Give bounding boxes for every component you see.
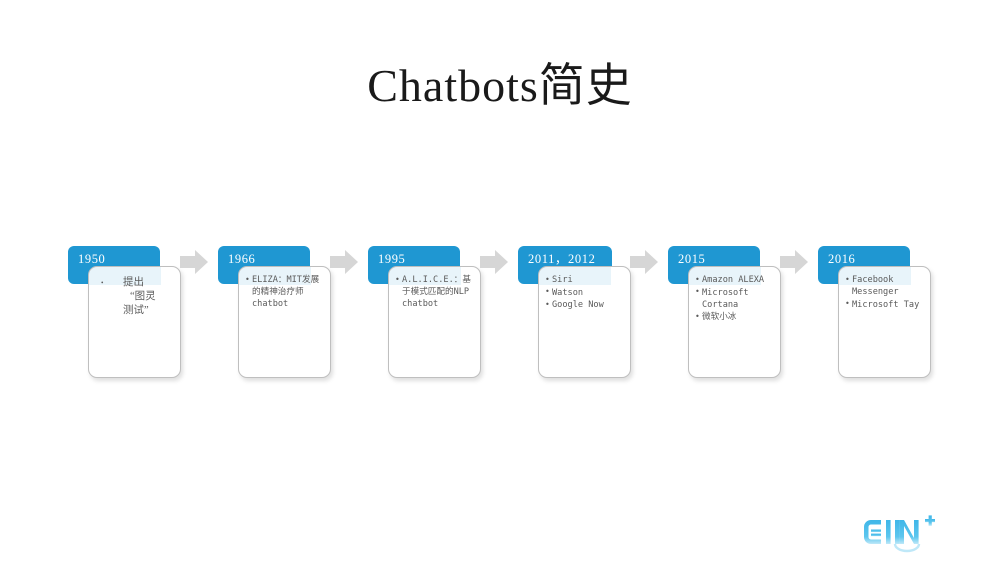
list-item: 提出 “图灵 测试” bbox=[95, 276, 176, 318]
timeline-step-body: Amazon ALEXA Microsoft Cortana 微软小冰 bbox=[688, 266, 781, 378]
list-item: Siri bbox=[545, 273, 626, 286]
right-block-arrow-icon bbox=[330, 249, 358, 275]
list-item-line-2: “图灵 bbox=[130, 291, 156, 302]
list-item: Google Now bbox=[545, 299, 626, 311]
right-block-arrow-icon bbox=[630, 249, 658, 275]
list-item: A.L.I.C.E.：基于模式匹配的NLP chatbot bbox=[395, 273, 476, 310]
timeline-step-body: ELIZA：MIT发展的精神治疗师chatbot bbox=[238, 266, 331, 378]
list-item-line-3: 测试” bbox=[123, 305, 149, 316]
list-item: 微软小冰 bbox=[695, 311, 776, 323]
timeline-step-year: 1995 bbox=[378, 252, 406, 266]
timeline-step-body: 提出 “图灵 测试” bbox=[88, 266, 181, 378]
list-item: Microsoft Tay bbox=[845, 298, 926, 311]
list-item: ELIZA：MIT发展的精神治疗师chatbot bbox=[245, 273, 326, 310]
list-item: Microsoft Cortana bbox=[695, 286, 776, 311]
list-item-line-1: 提出 bbox=[123, 277, 144, 288]
timeline-step-year: 2016 bbox=[828, 252, 856, 266]
timeline-step-year: 1950 bbox=[78, 252, 106, 266]
right-block-arrow-icon bbox=[180, 249, 208, 275]
list-item: Amazon ALEXA bbox=[695, 273, 776, 286]
right-block-arrow-icon bbox=[780, 249, 808, 275]
timeline-step-body: Siri Watson Google Now bbox=[538, 266, 631, 378]
timeline-step-year: 1966 bbox=[228, 252, 256, 266]
ein-plus-logo bbox=[862, 511, 938, 553]
right-block-arrow-icon bbox=[480, 249, 508, 275]
timeline-step-year: 2011，2012 bbox=[528, 252, 596, 266]
timeline-step-list: 提出 “图灵 测试” bbox=[89, 267, 180, 318]
timeline-step-list: Siri Watson Google Now bbox=[539, 267, 630, 311]
list-item: Facebook Messenger bbox=[845, 273, 926, 298]
timeline-step-list: Facebook Messenger Microsoft Tay bbox=[839, 267, 930, 311]
timeline-step-body: A.L.I.C.E.：基于模式匹配的NLP chatbot bbox=[388, 266, 481, 378]
timeline-step-year: 2015 bbox=[678, 252, 706, 266]
timeline-step-list: ELIZA：MIT发展的精神治疗师chatbot bbox=[239, 267, 330, 310]
timeline-step-body: Facebook Messenger Microsoft Tay bbox=[838, 266, 931, 378]
list-item: Watson bbox=[545, 286, 626, 299]
timeline-step-list: A.L.I.C.E.：基于模式匹配的NLP chatbot bbox=[389, 267, 480, 310]
timeline-step-list: Amazon ALEXA Microsoft Cortana 微软小冰 bbox=[689, 267, 780, 323]
page-title: Chatbots简史 bbox=[367, 60, 633, 111]
